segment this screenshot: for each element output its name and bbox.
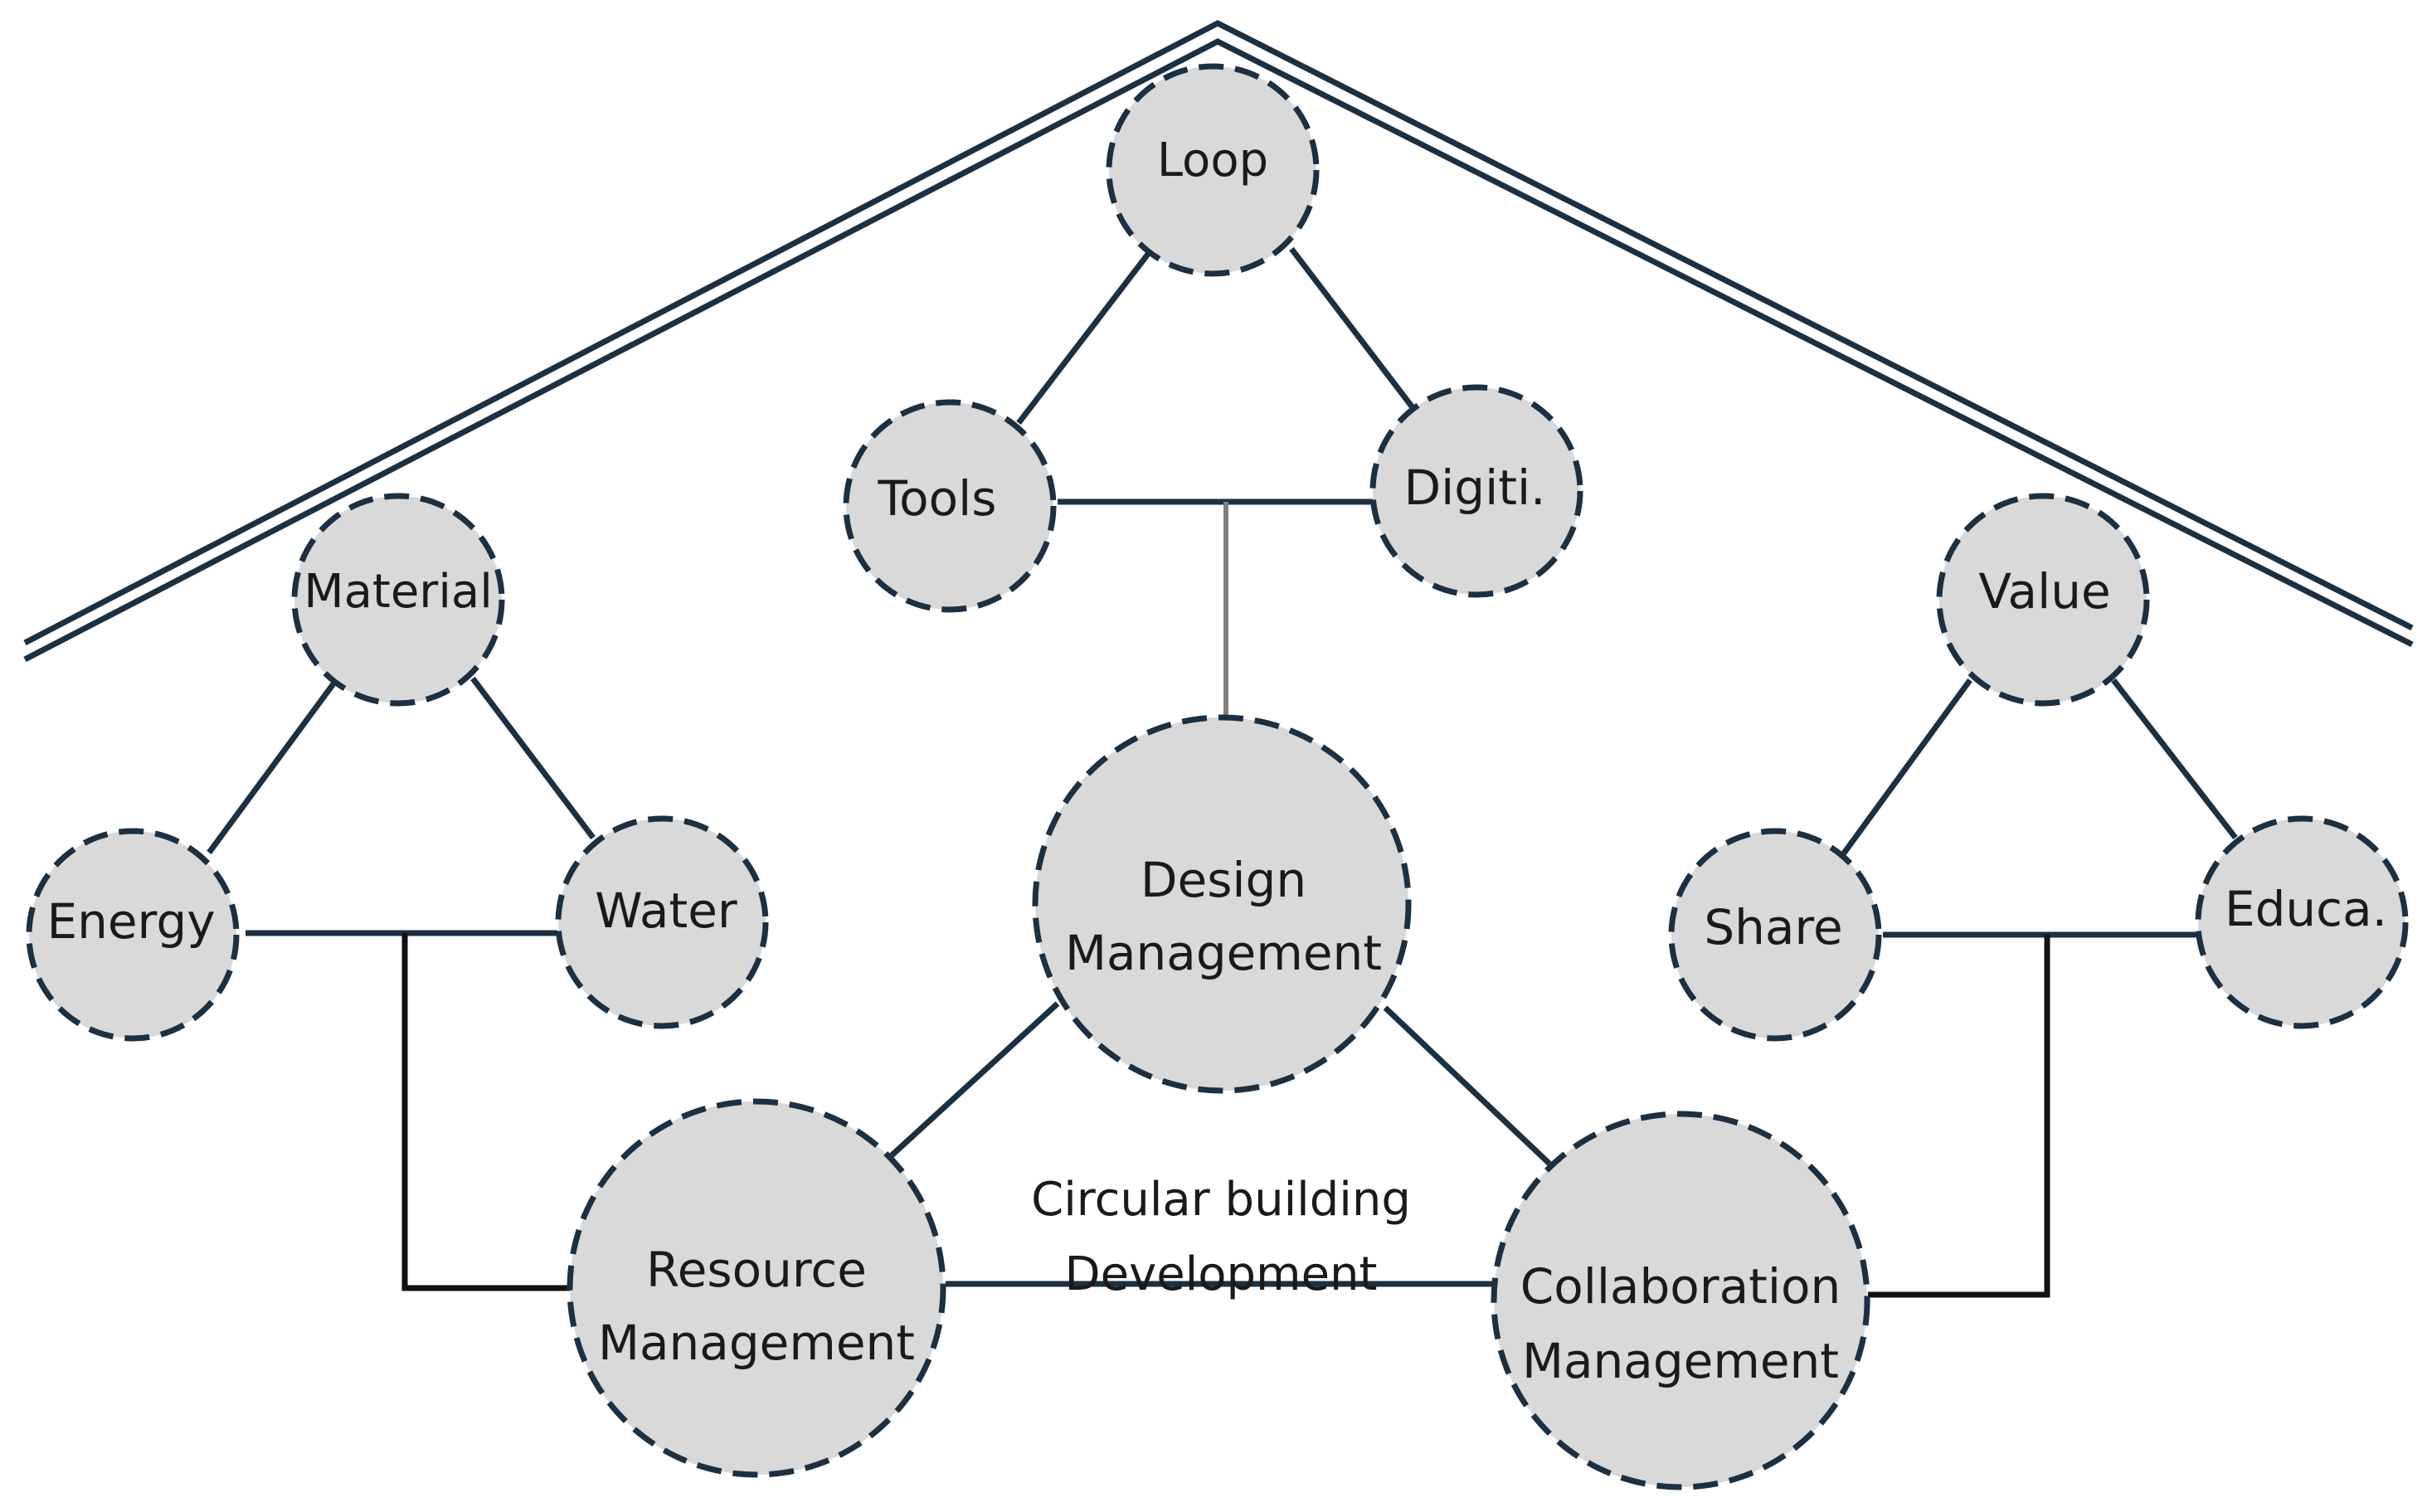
node-energy-label-line-1: Energy bbox=[46, 893, 215, 950]
node-energy: Energy bbox=[26, 828, 240, 1042]
node-collaboration-management-label-line-2: Management bbox=[1522, 1333, 1839, 1389]
connector-design-collaboration bbox=[1383, 1005, 1552, 1166]
connector-loop-tools bbox=[1016, 250, 1151, 425]
node-digiti-label: Digiti. bbox=[1404, 459, 1546, 516]
node-tools-label: Tools bbox=[878, 470, 997, 527]
node-digiti-label-line-1: Digiti. bbox=[1404, 459, 1546, 516]
node-resource-management-label-line-1: Resource bbox=[646, 1242, 867, 1298]
connector-left-to-resource bbox=[401, 933, 572, 1291]
node-tools-label-line-1: Tools bbox=[878, 470, 997, 527]
node-material-label-line-1: Material bbox=[304, 565, 493, 619]
node-share: Share bbox=[1668, 828, 1882, 1042]
node-water-label: Water bbox=[595, 882, 737, 939]
connector-design-resource bbox=[889, 1001, 1060, 1158]
connector-right-to-collaboration bbox=[1868, 935, 2050, 1298]
node-resource-management-label-line-2: Management bbox=[598, 1315, 915, 1371]
node-educa-label-line-1: Educa. bbox=[2225, 881, 2387, 937]
node-tools: Tools bbox=[843, 399, 1057, 613]
node-energy-label: Energy bbox=[46, 893, 215, 950]
center-label-line-2: Development bbox=[1065, 1247, 1378, 1301]
node-digiti: Digiti. bbox=[1369, 384, 1583, 598]
node-material: Material bbox=[291, 493, 505, 707]
node-loop-label: Loop bbox=[1157, 134, 1268, 187]
nodes: Loop Tools Digiti. Material Energy Water… bbox=[26, 63, 2409, 1490]
house-roof bbox=[23, 20, 2414, 663]
node-educa-label: Educa. bbox=[2225, 881, 2387, 937]
connector-loop-digiti bbox=[1289, 246, 1414, 409]
node-collaboration-management-label-line-1: Collaboration bbox=[1520, 1258, 1841, 1315]
node-water-label-line-1: Water bbox=[595, 882, 737, 939]
node-educa: Educa. bbox=[2195, 815, 2409, 1029]
node-share-label-line-1: Share bbox=[1704, 899, 1842, 955]
center-label-line-1: Circular building bbox=[1031, 1173, 1411, 1227]
node-value: Value bbox=[1936, 493, 2150, 707]
node-design-management-label-line-2: Management bbox=[1065, 925, 1382, 981]
node-value-label-line-1: Value bbox=[1978, 563, 2110, 620]
node-material-label: Material bbox=[304, 565, 493, 619]
node-loop: Loop bbox=[1106, 63, 1320, 277]
node-share-label: Share bbox=[1704, 899, 1842, 955]
node-loop-label-line-1: Loop bbox=[1157, 134, 1268, 187]
connector-value-educa bbox=[2111, 678, 2238, 840]
node-water: Water bbox=[555, 815, 769, 1029]
node-value-label: Value bbox=[1978, 563, 2110, 620]
node-design-management-label-line-1: Design bbox=[1141, 852, 1306, 908]
connectors bbox=[207, 246, 2238, 1298]
connector-material-energy bbox=[207, 680, 337, 855]
connector-value-share bbox=[1841, 678, 1972, 857]
connector-material-water bbox=[470, 676, 596, 840]
